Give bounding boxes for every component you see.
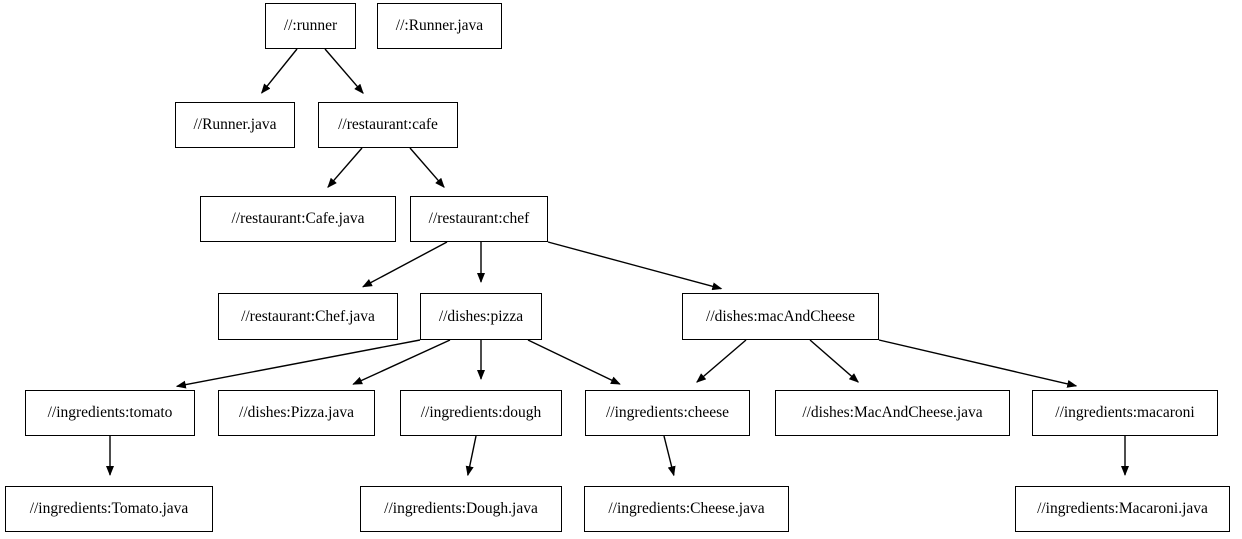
graph-node-cafe_java[interactable]: //restaurant:Cafe.java (200, 196, 396, 242)
graph-node-label: //ingredients:tomato (47, 404, 173, 422)
graph-node-chef_java[interactable]: //restaurant:Chef.java (218, 293, 398, 340)
graph-edge-restaurant_chef-to-dishes_mac (547, 241, 723, 291)
graph-node-label: //restaurant:Chef.java (241, 307, 375, 325)
graph-edge-restaurant_chef-to-chef_java (362, 241, 448, 288)
graph-node-tomato_java[interactable]: //ingredients:Tomato.java (5, 486, 213, 532)
graph-edge-dishes_pizza-to-ing_cheese (527, 339, 621, 385)
graph-node-label: //ingredients:dough (420, 404, 542, 422)
graph-edge-ing_dough-to-dough_java (465, 435, 477, 477)
graph-node-root_runner_java[interactable]: //:Runner.java (377, 3, 502, 49)
graph-edge-dishes_mac-to-ing_macaroni (878, 339, 1078, 388)
graph-node-label: //restaurant:chef (428, 210, 530, 228)
graph-node-label: //:Runner.java (395, 17, 484, 35)
graph-node-macaroni_java[interactable]: //ingredients:Macaroni.java (1015, 486, 1230, 532)
graph-node-runner[interactable]: //:runner (265, 3, 356, 49)
graph-node-label: //ingredients:macaroni (1055, 404, 1195, 422)
graph-node-restaurant_chef[interactable]: //restaurant:chef (410, 196, 548, 242)
graph-edge-dishes_pizza-to-pizza_java (352, 339, 451, 385)
graph-edge-dishes_mac-to-ing_cheese (696, 339, 747, 383)
graph-node-label: //:runner (283, 17, 338, 35)
graph-edge-restaurant_cafe-to-restaurant_chef (409, 147, 445, 188)
graph-node-restaurant_cafe[interactable]: //restaurant:cafe (318, 102, 458, 148)
graph-edge-runner-to-runner_java (261, 48, 298, 94)
graph-edge-ing_cheese-to-cheese_java (663, 435, 676, 477)
graph-node-ing_tomato[interactable]: //ingredients:tomato (25, 390, 195, 436)
graph-node-ing_cheese[interactable]: //ingredients:cheese (585, 390, 750, 436)
graph-node-label: //dishes:MacAndCheese.java (802, 404, 983, 422)
graph-node-label: //dishes:Pizza.java (239, 404, 354, 422)
graph-edge-dishes_mac-to-mac_java (809, 339, 859, 383)
graph-node-label: //ingredients:Tomato.java (29, 500, 189, 518)
graph-node-label: //restaurant:Cafe.java (231, 210, 365, 228)
graph-node-label: //restaurant:cafe (338, 116, 438, 134)
graph-edge-dishes_pizza-to-ing_tomato (175, 339, 421, 389)
graph-node-ing_dough[interactable]: //ingredients:dough (400, 390, 562, 436)
graph-node-mac_java[interactable]: //dishes:MacAndCheese.java (775, 390, 1010, 436)
graph-node-label: //ingredients:Macaroni.java (1037, 500, 1208, 518)
graph-node-cheese_java[interactable]: //ingredients:Cheese.java (584, 486, 789, 532)
graph-node-ing_macaroni[interactable]: //ingredients:macaroni (1032, 390, 1218, 436)
graph-node-dough_java[interactable]: //ingredients:Dough.java (360, 486, 562, 532)
graph-node-label: //dishes:macAndCheese (706, 307, 855, 325)
graph-node-label: //ingredients:Cheese.java (608, 500, 765, 518)
graph-edge-restaurant_cafe-to-cafe_java (327, 147, 363, 188)
graph-node-label: //Runner.java (193, 116, 277, 134)
graph-node-dishes_pizza[interactable]: //dishes:pizza (420, 293, 542, 340)
graph-node-label: //ingredients:Dough.java (384, 500, 538, 518)
graph-node-runner_java[interactable]: //Runner.java (175, 102, 295, 148)
graph-node-label: //dishes:pizza (438, 307, 524, 325)
graph-node-pizza_java[interactable]: //dishes:Pizza.java (218, 390, 375, 436)
graph-node-label: //ingredients:cheese (605, 404, 730, 422)
graph-edge-runner-to-restaurant_cafe (324, 48, 364, 94)
graph-node-dishes_mac[interactable]: //dishes:macAndCheese (682, 293, 879, 340)
